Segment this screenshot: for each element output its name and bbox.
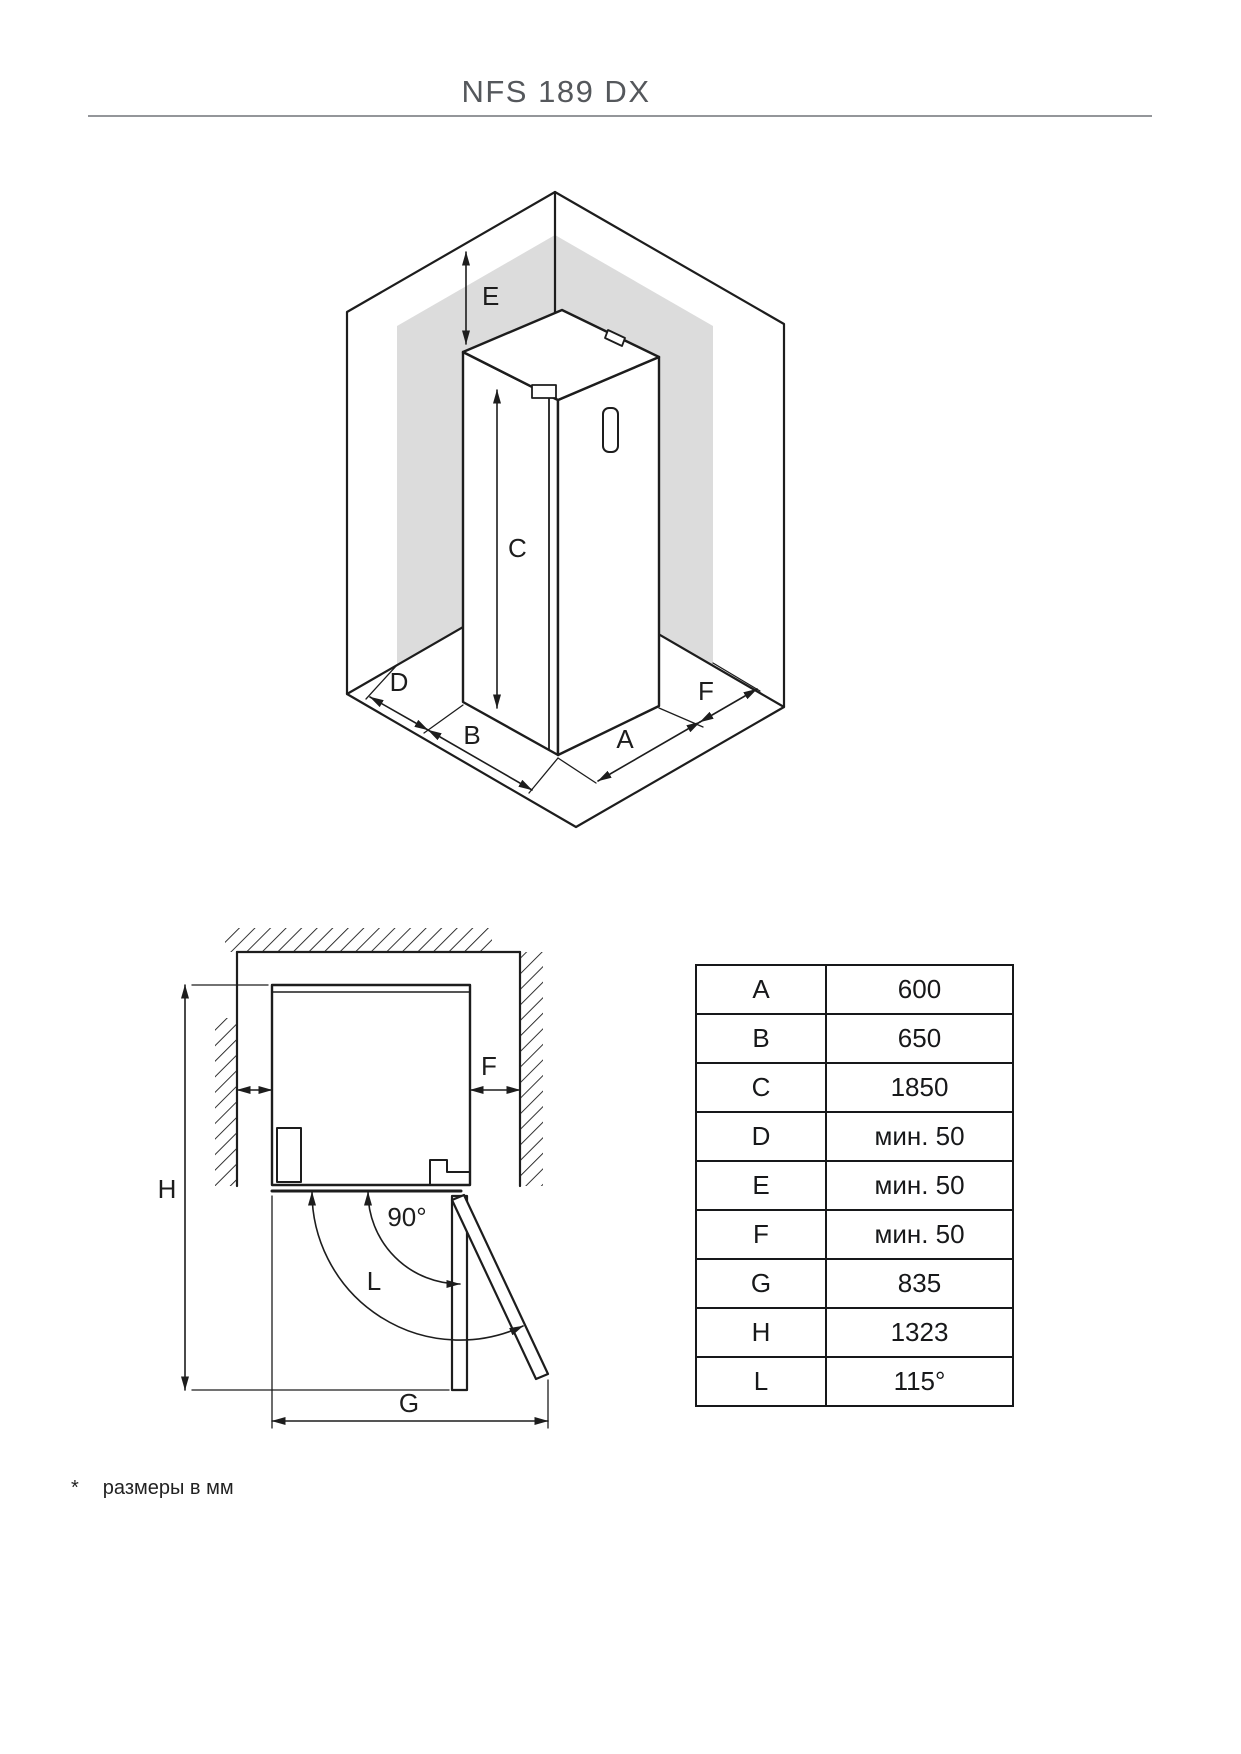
wall-hatch-left — [215, 1018, 237, 1186]
plan-dimension-lines — [181, 984, 549, 1425]
freezer-top-hinge — [531, 384, 557, 399]
fridge-compressor — [276, 1127, 302, 1183]
dim-label-e: E — [482, 281, 499, 311]
table-cell-value: 650 — [897, 1023, 942, 1053]
table-row: L 115° — [697, 1358, 1012, 1405]
table-row: C 1850 — [697, 1064, 1012, 1113]
table-cell-key: B — [697, 1015, 827, 1062]
footnote-marker: * — [71, 1477, 79, 1499]
iso-extension-lines — [365, 662, 761, 794]
table-cell-value: 115° — [893, 1366, 946, 1396]
table-row: D мин. 50 — [697, 1113, 1012, 1162]
dim-label-a: A — [616, 724, 634, 754]
footnote: * размеры в мм — [71, 1477, 234, 1500]
dim-line-d — [369, 696, 429, 731]
table-row: H 1323 — [697, 1309, 1012, 1358]
table-cell-value: мин. 50 — [874, 1121, 965, 1151]
plan-dim-labels: 90° L F H G — [158, 1051, 497, 1418]
dim-label-h: H — [158, 1174, 177, 1204]
dim-line-a — [597, 721, 701, 782]
wall-hatch-back — [225, 928, 492, 952]
title-divider — [88, 115, 1152, 117]
table-cell-key: D — [697, 1113, 827, 1160]
table-cell-key: F — [697, 1211, 827, 1258]
table-cell-key: E — [697, 1162, 827, 1209]
table-cell-value: 600 — [897, 974, 942, 1004]
footnote-text: размеры в мм — [102, 1477, 234, 1499]
fridge-outline — [270, 983, 472, 1187]
table-cell-key: L — [697, 1358, 827, 1405]
plan-extension-lines — [191, 984, 549, 1429]
table-cell-value: мин. 50 — [874, 1170, 965, 1200]
dim-label-g: G — [399, 1388, 419, 1418]
arc-l — [308, 1191, 524, 1341]
table-row: B 650 — [697, 1015, 1012, 1064]
dim-label-f-plan: F — [481, 1051, 497, 1081]
table-row: E мин. 50 — [697, 1162, 1012, 1211]
room-outline — [345, 190, 786, 829]
freezer-top-face — [461, 308, 661, 402]
iso-dim-labels: E C D B A F — [390, 281, 714, 754]
freezer-corner-hinge — [604, 329, 626, 347]
dim-label-angle-90: 90° — [387, 1202, 426, 1232]
iso-view: E C D B A F — [345, 190, 786, 829]
dim-label-l: L — [367, 1266, 381, 1296]
dim-line-b — [427, 729, 533, 791]
table-cell-value: 1323 — [890, 1317, 949, 1347]
wall-hatch-right — [521, 952, 543, 1186]
table-cell-value: 835 — [897, 1268, 942, 1298]
table-cell-value: 1850 — [890, 1072, 949, 1102]
dim-label-b: B — [463, 720, 480, 750]
dim-label-d: D — [390, 667, 409, 697]
dim-line-f-iso — [699, 688, 758, 723]
table-row: A 600 — [697, 966, 1012, 1015]
freezer — [461, 308, 661, 757]
dimensions-table: A 600 B 650 C 1850 D мин. 50 E мин. 50 F… — [695, 964, 1014, 1407]
iso-dimension-lines — [369, 251, 758, 791]
page-title: NFS 189 DX — [461, 74, 651, 109]
freezer-handle — [602, 407, 619, 453]
table-row: G 835 — [697, 1260, 1012, 1309]
table-cell-key: C — [697, 1064, 827, 1111]
table-cell-key: H — [697, 1309, 827, 1356]
dim-label-c: C — [508, 533, 527, 563]
plan-view: 90° L F H G — [158, 928, 550, 1429]
table-cell-value: мин. 50 — [874, 1219, 965, 1249]
table-cell-key: G — [697, 1260, 827, 1307]
table-cell-key: A — [697, 966, 827, 1013]
dim-label-f-iso: F — [698, 676, 714, 706]
fridge-hinge-step — [429, 1159, 471, 1186]
table-row: F мин. 50 — [697, 1211, 1012, 1260]
